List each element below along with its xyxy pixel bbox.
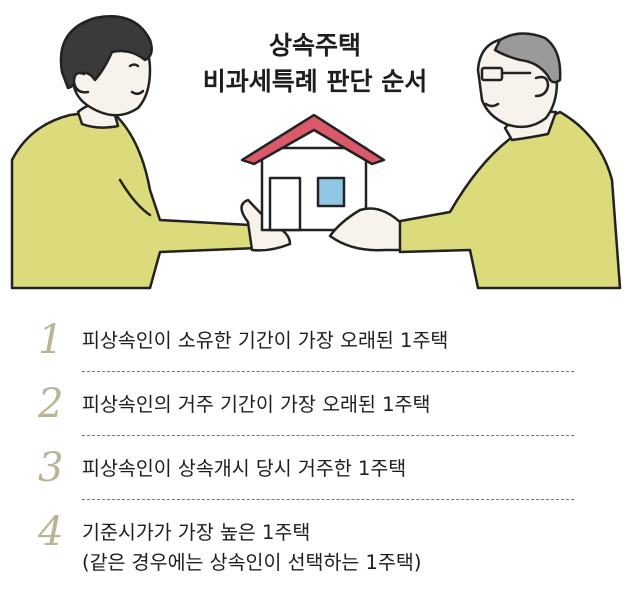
step-number: 1 [38, 317, 64, 363]
house-handover-illustration [10, 15, 622, 290]
step-number: 3 [38, 445, 64, 491]
step-text: 기준시가가 가장 높은 1주택 [82, 521, 311, 544]
divider [82, 435, 574, 436]
young-man-figure [10, 15, 292, 290]
step-number: 4 [38, 509, 64, 555]
step-text: 피상속인이 상속개시 당시 거주한 1주택 [82, 457, 407, 480]
divider [82, 499, 574, 500]
page-title-line-1: 상속주택 [268, 31, 361, 60]
step-number: 2 [38, 381, 64, 427]
step-subtext: (같은 경우에는 상속인이 선택하는 1주택) [82, 551, 422, 574]
house-icon [240, 113, 386, 232]
old-man-figure [328, 32, 622, 290]
page-title-line-2: 비과세특례 판단 순서 [202, 67, 428, 96]
divider [82, 371, 574, 372]
step-text: 피상속인이 소유한 기간이 가장 오래된 1주택 [82, 329, 449, 352]
step-text: 피상속인의 거주 기간이 가장 오래된 1주택 [82, 393, 431, 416]
